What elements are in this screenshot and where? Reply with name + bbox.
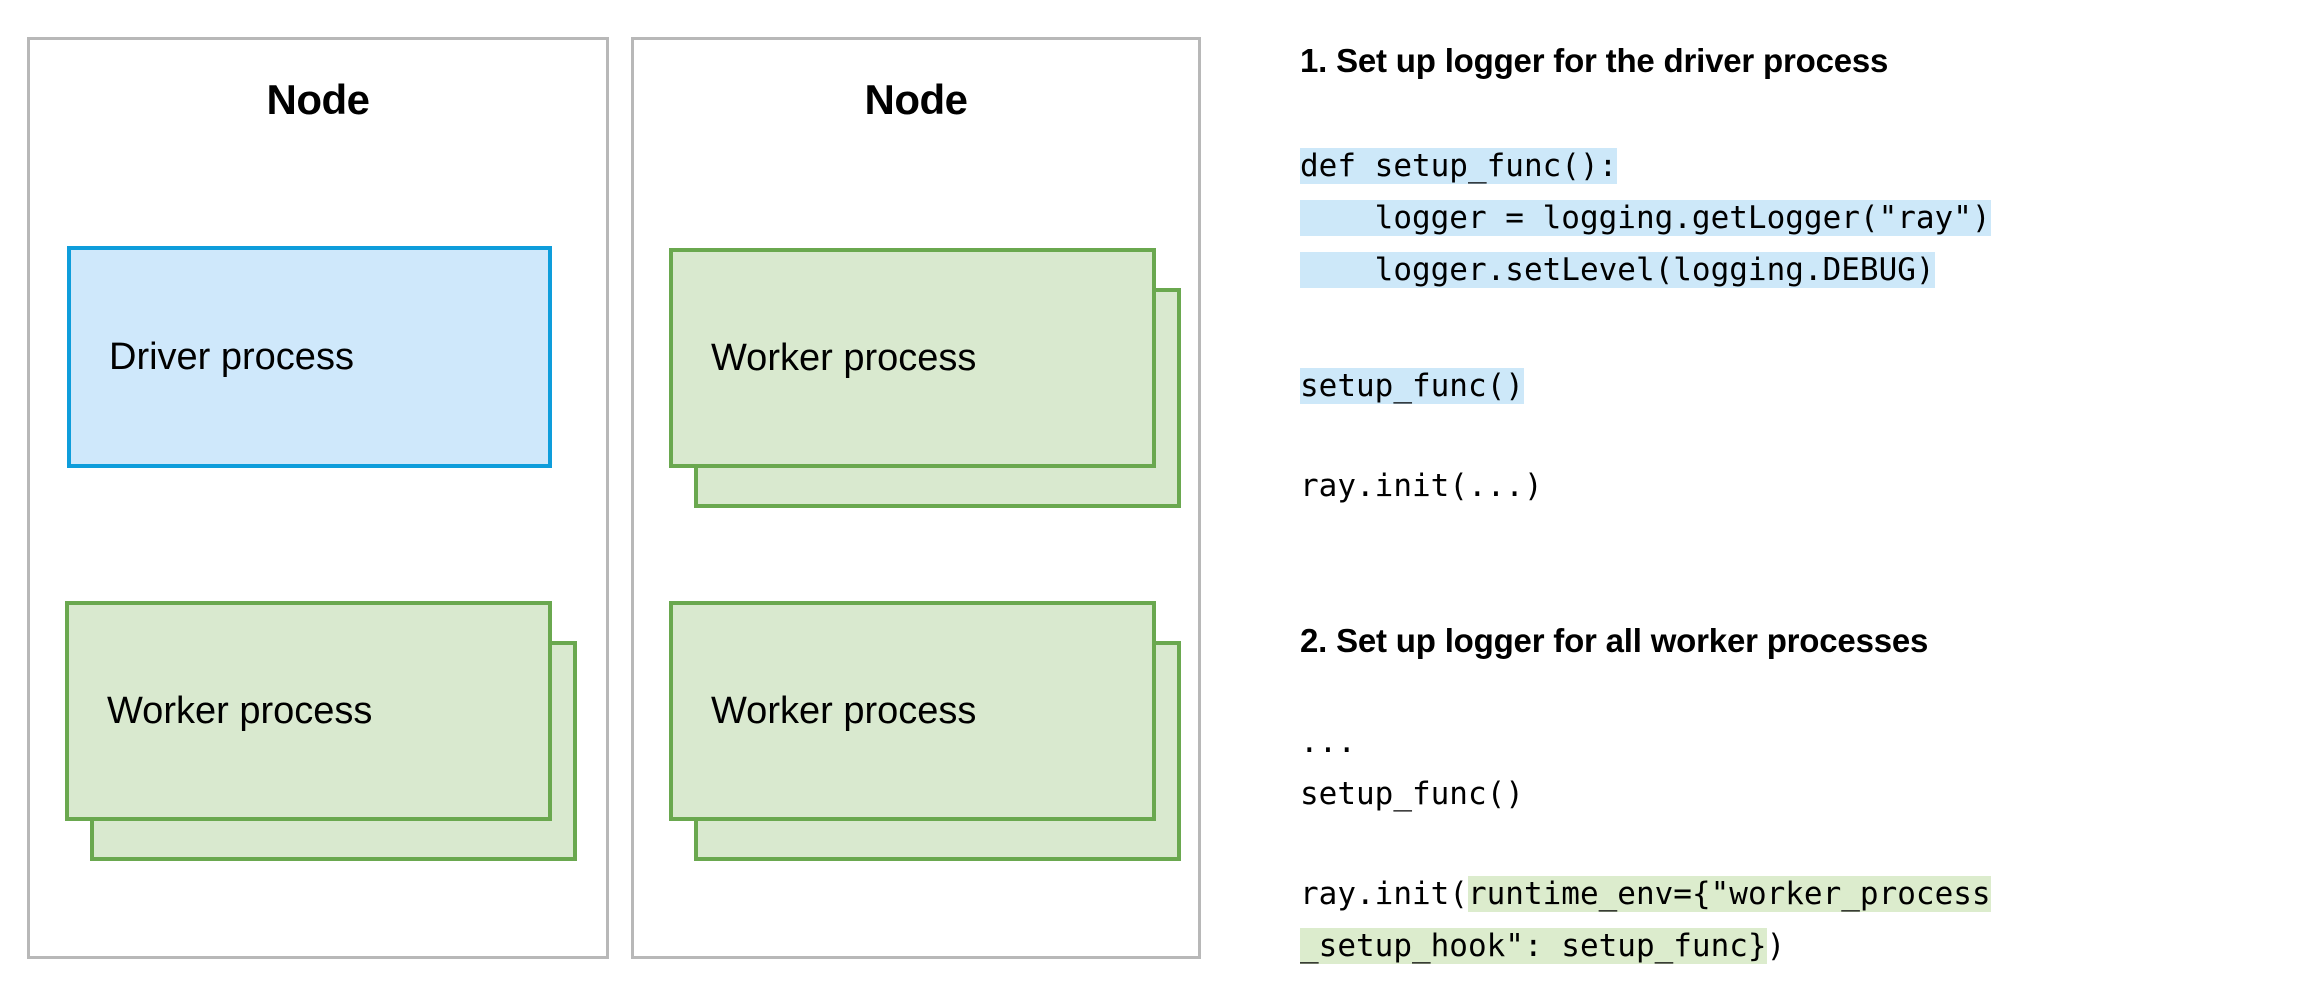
worker-process-stack-1: Worker process	[65, 601, 577, 861]
driver-process-label: Driver process	[109, 335, 354, 378]
node-title-1: Node	[266, 76, 371, 123]
code-line: ray.init(...)	[1300, 460, 1543, 512]
step-1-heading: 1. Set up logger for the driver process	[1300, 42, 1889, 79]
code-block-setup-func-call: setup_func()	[1300, 360, 1524, 412]
code-segment-highlighted: def setup_func():	[1300, 148, 1618, 184]
worker-process-label: Worker process	[107, 689, 373, 732]
driver-process-box: Driver process	[67, 246, 552, 468]
code-segment: ray.init(	[1300, 876, 1468, 912]
code-block-ray-init-runtime-env: ray.init(runtime_env={"worker_process_se…	[1300, 868, 1991, 972]
instructions-panel: 1. Set up logger for the driver process …	[1300, 0, 2308, 1002]
code-line: logger = logging.getLogger("ray")	[1300, 192, 1991, 244]
worker-process-label: Worker process	[711, 336, 977, 379]
code-line: setup_func()	[1300, 768, 1524, 820]
worker-process-stack-3: Worker process	[669, 601, 1181, 861]
code-line: ...	[1300, 716, 1524, 768]
code-segment: ...	[1300, 724, 1356, 760]
code-line: ray.init(runtime_env={"worker_process	[1300, 868, 1991, 920]
worker-process-front-plate: Worker process	[669, 248, 1156, 468]
worker-process-stack-2: Worker process	[669, 248, 1181, 508]
code-segment-highlighted: _setup_hook": setup_func}	[1300, 928, 1767, 964]
worker-process-label: Worker process	[711, 689, 977, 732]
worker-process-front-plate: Worker process	[669, 601, 1156, 821]
step-2-heading: 2. Set up logger for all worker processe…	[1300, 622, 1929, 659]
code-line: def setup_func():	[1300, 140, 1991, 192]
cluster-diagram: Node Driver process Worker process Node …	[27, 37, 1201, 959]
code-block-ray-init: ray.init(...)	[1300, 460, 1543, 512]
worker-process-front-plate: Worker process	[65, 601, 552, 821]
code-line: _setup_hook": setup_func})	[1300, 920, 1991, 972]
code-segment: ray.init(...)	[1300, 468, 1543, 504]
code-line: setup_func()	[1300, 360, 1524, 412]
code-block-worker-setup-call: ... setup_func()	[1300, 716, 1524, 820]
code-segment-highlighted: runtime_env={"worker_process	[1467, 876, 1991, 912]
code-segment: )	[1766, 928, 1786, 964]
node-container-2: Node Worker process Worker process	[631, 37, 1201, 959]
code-line: logger.setLevel(logging.DEBUG)	[1300, 244, 1991, 296]
node-container-1: Node Driver process Worker process	[27, 37, 609, 959]
code-segment-highlighted: logger = logging.getLogger("ray")	[1300, 200, 1991, 236]
code-block-setup-func-def: def setup_func(): logger = logging.getLo…	[1300, 140, 1991, 296]
node-title-2: Node	[864, 76, 969, 123]
code-segment: setup_func()	[1300, 776, 1524, 812]
code-segment-highlighted: logger.setLevel(logging.DEBUG)	[1300, 252, 1935, 288]
code-segment-highlighted: setup_func()	[1300, 368, 1524, 404]
